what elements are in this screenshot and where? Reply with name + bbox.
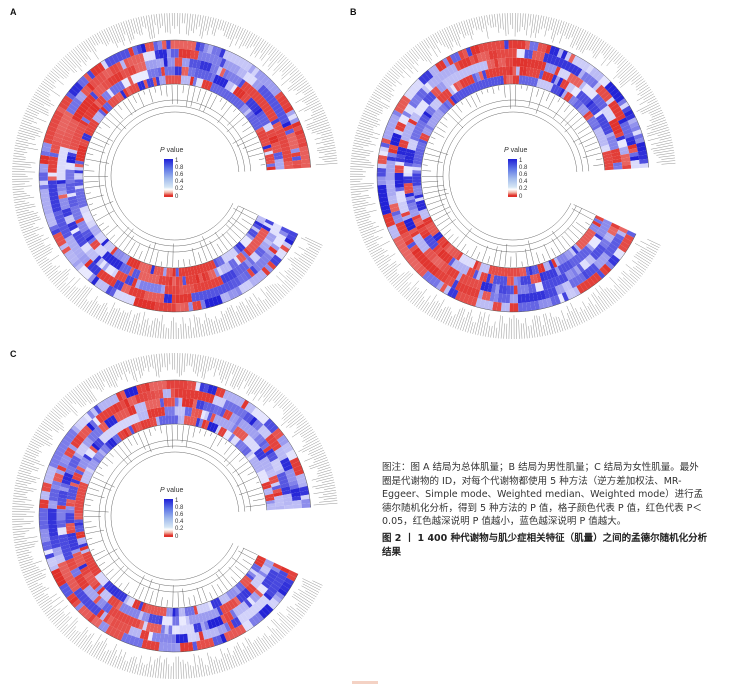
page-footer-mark xyxy=(352,681,378,684)
panel-label-c: C xyxy=(10,349,17,359)
legend-tick: 0.6 xyxy=(519,172,528,178)
legend-tick: 0.8 xyxy=(175,165,184,171)
figure-title: 图 2 丨 1 400 种代谢物与肌少症相关特征（肌量）之间的孟德尔随机化分析结… xyxy=(382,532,708,558)
legend-title: P value xyxy=(160,487,184,494)
legend-colorbar xyxy=(164,499,173,537)
circular-heatmap-c xyxy=(12,352,338,679)
panel-label-b: B xyxy=(350,7,357,17)
legend-tick: 0.6 xyxy=(175,172,184,178)
panel-label-a: A xyxy=(10,7,17,17)
circular-heatmap-b xyxy=(350,12,676,339)
legend-tick: 1 xyxy=(175,158,179,164)
legend-tick: 1 xyxy=(519,158,523,164)
legend-tick: 0.4 xyxy=(175,179,184,185)
legend-title: P value xyxy=(504,147,528,154)
legend-tick: 0.8 xyxy=(519,165,528,171)
legend-title: P value xyxy=(160,147,184,154)
legend-tick: 1 xyxy=(175,498,179,504)
legend-tick: 0.2 xyxy=(519,186,528,192)
legend-tick: 0 xyxy=(519,194,523,200)
legend-tick: 0.2 xyxy=(175,526,184,532)
legend-tick: 0.4 xyxy=(519,179,528,185)
legend-tick: 0 xyxy=(175,194,179,200)
legend-tick: 0.4 xyxy=(175,519,184,525)
legend-tick: 0.2 xyxy=(175,186,184,192)
legend-colorbar xyxy=(508,159,517,197)
legend-tick: 0 xyxy=(175,534,179,540)
caption-note: 图注：图 A 结局为总体肌量；B 结局为男性肌量；C 结局为女性肌量。最外圈是代… xyxy=(382,462,704,528)
circular-heatmap-a xyxy=(12,12,338,339)
legend-colorbar xyxy=(164,159,173,197)
legend-tick: 0.6 xyxy=(175,512,184,518)
figure-caption: 图注：图 A 结局为总体肌量；B 结局为男性肌量；C 结局为女性肌量。最外圈是代… xyxy=(382,461,708,559)
legend-tick: 0.8 xyxy=(175,505,184,511)
